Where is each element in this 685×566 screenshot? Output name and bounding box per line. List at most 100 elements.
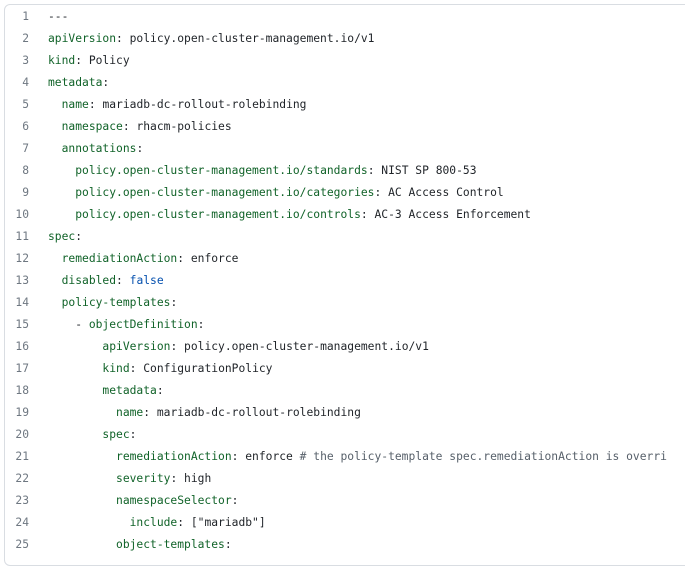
yaml-key: apiVersion <box>48 32 117 45</box>
yaml-separator: : <box>116 32 130 45</box>
line-number: 18 <box>15 384 29 397</box>
code-line: 3 kind: Policy <box>5 50 685 72</box>
yaml-key: remediationAction <box>61 252 178 265</box>
line-indent <box>48 120 62 133</box>
line-number: 16 <box>15 340 29 353</box>
line-code: name: mariadb-dc-rollout-rolebinding <box>48 94 307 116</box>
code-line: 21 remediationAction: enforce # the poli… <box>5 446 685 468</box>
yaml-key: namespace <box>61 120 123 133</box>
yaml-separator: : <box>136 142 144 155</box>
line-number: 17 <box>15 362 29 375</box>
line-code: metadata: <box>48 380 164 402</box>
code-line: 13 disabled: false <box>5 270 685 292</box>
line-number: 13 <box>15 274 29 287</box>
code-line: 20 spec: <box>5 424 685 446</box>
yaml-key: disabled <box>61 274 117 287</box>
code-line: 14 policy-templates: <box>5 292 685 314</box>
code-line: 17 kind: ConfigurationPolicy <box>5 358 685 380</box>
yaml-key: remediationAction <box>116 450 232 463</box>
line-code: annotations: <box>48 138 144 160</box>
yaml-separator: : <box>170 340 185 353</box>
code-line: 18 metadata: <box>5 380 685 402</box>
line-indent <box>48 296 62 309</box>
yaml-value: AC-3 Access Enforcement <box>374 208 531 221</box>
yaml-value: high <box>184 472 212 485</box>
yaml-value: enforce <box>190 252 239 265</box>
code-line: 11 spec: <box>5 226 685 248</box>
line-number: 14 <box>15 296 29 309</box>
yaml-value: NIST SP 800-53 <box>381 164 477 177</box>
yaml-separator: : <box>170 472 185 485</box>
yaml-value: enforce <box>245 450 293 463</box>
code-line: 24 include: ["mariadb"] <box>5 512 685 534</box>
yaml-value: --- <box>48 10 69 23</box>
code-line: 15 - objectDefinition: <box>5 314 685 336</box>
line-indent <box>48 538 116 551</box>
yaml-value: Policy <box>88 54 130 67</box>
line-indent <box>48 252 62 265</box>
line-number: 24 <box>15 516 29 529</box>
line-number: 9 <box>22 186 29 199</box>
line-indent <box>48 142 62 155</box>
line-indent: - <box>48 318 89 331</box>
line-indent <box>48 384 102 397</box>
yaml-key: objectDefinition <box>88 318 198 331</box>
line-indent <box>48 428 102 441</box>
yaml-key: kind <box>102 362 130 375</box>
line-indent <box>48 164 75 177</box>
yaml-value: policy.open-cluster-management.io/v1 <box>184 340 429 353</box>
code-line: 19 name: mariadb-dc-rollout-rolebinding <box>5 402 685 424</box>
yaml-separator: : <box>231 450 246 463</box>
line-number: 7 <box>22 142 29 155</box>
line-number: 12 <box>15 252 29 265</box>
yaml-separator: : <box>129 428 137 441</box>
yaml-separator: : <box>156 384 164 397</box>
code-line: 12 remediationAction: enforce <box>5 248 685 270</box>
line-number: 3 <box>22 54 29 67</box>
code-line: 8 policy.open-cluster-management.io/stan… <box>5 160 685 182</box>
code-line: 9 policy.open-cluster-management.io/cate… <box>5 182 685 204</box>
line-code: kind: Policy <box>48 50 130 72</box>
yaml-key: kind <box>48 54 76 67</box>
yaml-value: rhacm-policies <box>136 120 232 133</box>
line-indent <box>48 340 102 353</box>
yaml-separator: : <box>360 208 375 221</box>
line-indent <box>48 450 116 463</box>
line-number: 8 <box>22 164 29 177</box>
code-line: 5 name: mariadb-dc-rollout-rolebinding <box>5 94 685 116</box>
yaml-separator: : <box>102 76 110 89</box>
yaml-value: AC Access Control <box>388 186 504 199</box>
line-number: 21 <box>15 450 29 463</box>
code-line: 25 object-templates: <box>5 534 685 556</box>
yaml-separator: : <box>177 252 191 265</box>
line-indent <box>48 208 75 221</box>
line-code: apiVersion: policy.open-cluster-manageme… <box>48 336 429 358</box>
line-number: 5 <box>22 98 29 111</box>
line-code: namespace: rhacm-policies <box>48 116 232 138</box>
line-code: spec: <box>48 226 82 248</box>
code-line: 10 policy.open-cluster-management.io/con… <box>5 204 685 226</box>
yaml-value: mariadb-dc-rollout-rolebinding <box>156 406 361 419</box>
yaml-separator: : <box>129 362 144 375</box>
yaml-separator: : <box>88 98 103 111</box>
yaml-separator: : <box>170 296 178 309</box>
line-code: --- <box>48 6 68 28</box>
line-number: 11 <box>15 230 29 243</box>
line-code: policy.open-cluster-management.io/catego… <box>48 182 504 204</box>
yaml-separator: : <box>367 164 382 177</box>
line-code: disabled: false <box>48 270 164 292</box>
line-number: 6 <box>22 120 29 133</box>
yaml-key: include <box>129 516 178 529</box>
yaml-key: name <box>116 406 144 419</box>
code-line: 6 namespace: rhacm-policies <box>5 116 685 138</box>
line-code: namespaceSelector: <box>48 490 238 512</box>
yaml-key: policy-templates <box>61 296 171 309</box>
code-line: 23 namespaceSelector: <box>5 490 685 512</box>
line-code: object-templates: <box>48 534 232 556</box>
yaml-key: metadata <box>48 76 103 89</box>
yaml-separator: : <box>177 516 191 529</box>
line-number: 2 <box>22 32 29 45</box>
line-number: 22 <box>15 472 29 485</box>
